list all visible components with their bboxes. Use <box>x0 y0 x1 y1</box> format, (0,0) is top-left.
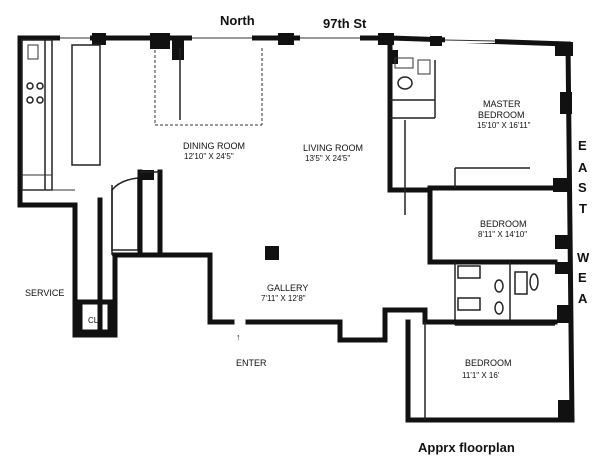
bedroom2-name: BEDROOM <box>465 358 512 368</box>
column-blocks <box>92 33 573 420</box>
west-letter-3: A <box>578 291 588 306</box>
floorplan-caption: Apprx floorplan <box>418 440 515 455</box>
dining-room-name: DINING ROOM <box>183 141 245 151</box>
master-bedroom-name-2: BEDROOM <box>478 110 525 120</box>
bedroom1-dims: 8'11" X 14'10" <box>478 230 527 239</box>
gallery-name: GALLERY <box>267 283 308 293</box>
east-letter-2: A <box>578 160 588 175</box>
north-label: North <box>220 13 255 28</box>
master-bedroom-dims: 15'10" X 16'11" <box>477 121 531 130</box>
bedroom2-dims: 11'1" X 16' <box>462 371 500 380</box>
west-letter-2: E <box>578 270 587 285</box>
closet-label: CL <box>88 316 99 325</box>
street-label: 97th St <box>323 16 367 31</box>
east-letter-4: T <box>579 201 587 216</box>
kitchen <box>21 39 101 191</box>
enter-label: ENTER <box>236 358 267 368</box>
living-room-dims: 13'5" X 24'5" <box>305 154 350 163</box>
bedroom1-name: BEDROOM <box>480 219 527 229</box>
interior-walls <box>77 41 558 420</box>
dining-room-dims: 12'10" X 24'5" <box>184 152 234 161</box>
enter-arrow: ↑ <box>236 332 241 342</box>
service-label: SERVICE <box>25 288 64 298</box>
living-room-name: LIVING ROOM <box>303 143 363 153</box>
master-bedroom-name: MASTER <box>483 99 521 109</box>
windows-top <box>60 35 496 43</box>
east-letter-3: S <box>578 180 587 195</box>
east-letter-1: E <box>578 138 587 153</box>
gallery-dims: 7'11" X 12'8" <box>261 294 306 303</box>
west-letter-1: W <box>577 250 590 265</box>
